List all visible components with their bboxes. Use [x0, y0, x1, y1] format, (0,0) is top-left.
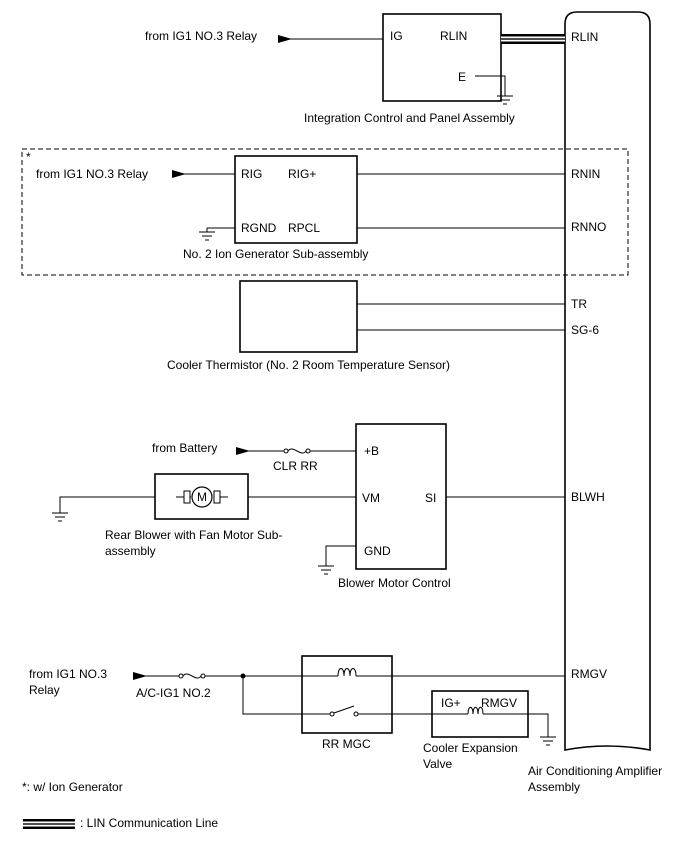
amplifier-pin-rmgv: RMGV: [571, 667, 607, 681]
ion-generator-pin-rgnd: RGND: [241, 221, 277, 235]
fuse-icon: [283, 448, 311, 454]
ion-generator-source-label: from IG1 NO.3 Relay: [36, 167, 148, 181]
legend-lin-label: : LIN Communication Line: [80, 816, 218, 830]
ion-generator-note-mark: *: [26, 150, 31, 164]
svg-text:M: M: [197, 490, 207, 504]
amplifier-pin-rnin: RNIN: [571, 167, 600, 181]
blower-pin-gnd: GND: [364, 544, 391, 558]
ion-generator-pin-rig: RIG: [241, 167, 262, 181]
amplifier-label-line2: Assembly: [528, 780, 580, 794]
integration-pin-ig: IG: [390, 29, 403, 43]
ground-icon: [497, 95, 513, 105]
motor-icon: M: [191, 486, 213, 508]
arrow-icon: [278, 35, 292, 43]
arrow-icon: [236, 447, 250, 455]
thermistor-box: [239, 280, 358, 353]
amplifier-pin-blwh: BLWH: [571, 490, 605, 504]
amplifier-pin-rnno: RNNO: [571, 220, 606, 234]
legend-note: *: w/ Ion Generator: [22, 780, 123, 794]
integration-box: [382, 13, 502, 102]
amplifier-box: [564, 11, 651, 751]
amplifier-label-line1: Air Conditioning Amplifier: [528, 764, 662, 778]
amplifier-pin-tr: TR: [571, 297, 587, 311]
ground-icon: [540, 736, 556, 746]
integration-source-label: from IG1 NO.3 Relay: [145, 29, 257, 43]
ground-icon: [52, 512, 68, 522]
lin-communication-line: [501, 34, 565, 44]
ion-generator-label: No. 2 Ion Generator Sub-assembly: [183, 247, 368, 261]
arrow-icon: [172, 170, 186, 178]
integration-label: Integration Control and Panel Assembly: [304, 111, 515, 125]
ion-generator-pin-rpcl: RPCL: [288, 221, 320, 235]
blower-pin-b: +B: [364, 444, 379, 458]
rr-mgc-relay-box: [301, 655, 393, 734]
valve-label-line2: Valve: [423, 757, 452, 771]
lin-line-legend-swatch: [23, 819, 75, 829]
rear-blower-label-line2: assembly: [105, 544, 156, 558]
ground-icon: [318, 565, 334, 575]
arrow-icon: [133, 672, 147, 680]
ion-generator-pin-rig-plus: RIG+: [288, 167, 316, 181]
blower-source-label: from Battery: [152, 441, 217, 455]
integration-pin-e: E: [458, 70, 466, 84]
blower-fuse-label: CLR RR: [273, 459, 318, 473]
valve-pin-rmgv: RMGV: [481, 696, 517, 710]
thermistor-label: Cooler Thermistor (No. 2 Room Temperatur…: [167, 358, 450, 372]
blower-pin-si: SI: [425, 491, 436, 505]
fuse-icon: [178, 673, 206, 679]
valve-pin-ig: IG+: [441, 696, 461, 710]
amplifier-pin-rlin: RLIN: [571, 30, 598, 44]
ground-icon: [199, 228, 215, 241]
relay-coil-icon: [337, 668, 357, 677]
ion-generator-box: [234, 155, 358, 244]
mgc-fuse-label: A/C-IG1 NO.2: [136, 686, 211, 700]
rear-blower-label-line1: Rear Blower with Fan Motor Sub-: [105, 528, 282, 542]
ion-generator-optional-region: [21, 148, 629, 276]
amplifier-pin-sg6: SG-6: [571, 323, 599, 337]
mgc-source-label-line1: from IG1 NO.3: [29, 667, 107, 681]
valve-coil-icon: [467, 706, 484, 715]
blower-control-label: Blower Motor Control: [338, 576, 451, 590]
mgc-source-label-line2: Relay: [29, 683, 60, 697]
integration-pin-rlin: RLIN: [440, 29, 467, 43]
blower-pin-vm: VM: [362, 491, 380, 505]
relay-switch-icon: [329, 705, 359, 717]
valve-label-line1: Cooler Expansion: [423, 741, 518, 755]
rr-mgc-label: RR MGC: [322, 737, 371, 751]
